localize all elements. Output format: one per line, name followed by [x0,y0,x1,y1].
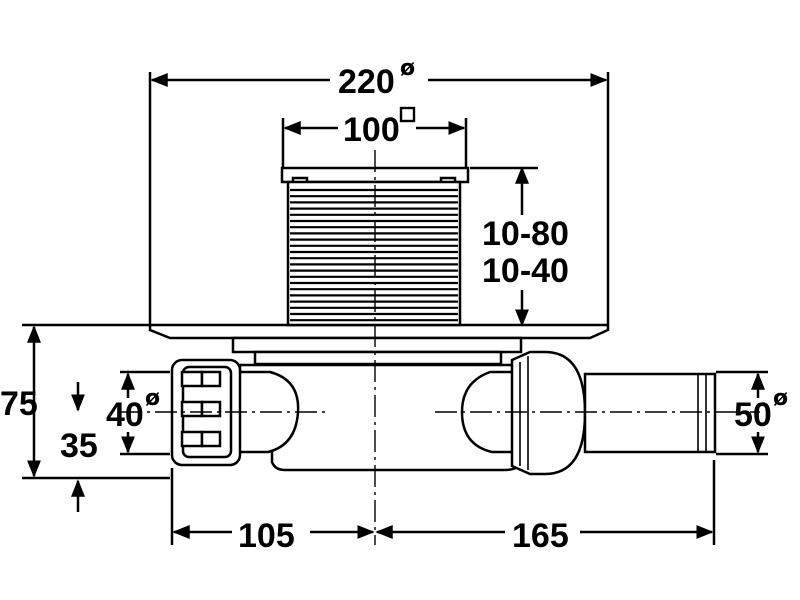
diameter-symbol-icon: ø [400,56,415,81]
dim-220: 220 ø [150,56,608,101]
right-connector [510,350,717,476]
height-range-1: 10-80 [482,215,569,253]
diameter-symbol-icon: ø [773,386,788,411]
dim-40: 40 ø [106,370,170,456]
grate-ribs [290,188,458,322]
dim-35-value: 35 [60,427,98,465]
dim-50: 50 ø [716,370,788,456]
dim-100: 100 [283,106,466,149]
dim-50-value: 50 [734,396,772,434]
grate-body [280,118,470,327]
height-range-2: 10-40 [482,252,569,290]
dim-40-value: 40 [106,396,144,434]
dim-100-value: 100 [343,111,400,149]
dim-220-value: 220 [338,63,395,101]
drain-body [231,336,523,472]
dim-height-range: 10-80 10-40 [470,166,569,327]
dim-165: 165 [375,517,714,555]
dim-75-value: 75 [0,385,38,423]
diameter-symbol-icon: ø [145,386,160,411]
dim-35: 35 [60,382,98,512]
dim-105-value: 105 [238,517,295,555]
dim-165-value: 165 [512,517,569,555]
square-symbol-icon [399,106,416,123]
dim-105: 105 [170,460,716,555]
dim-75: 75 [0,323,170,480]
